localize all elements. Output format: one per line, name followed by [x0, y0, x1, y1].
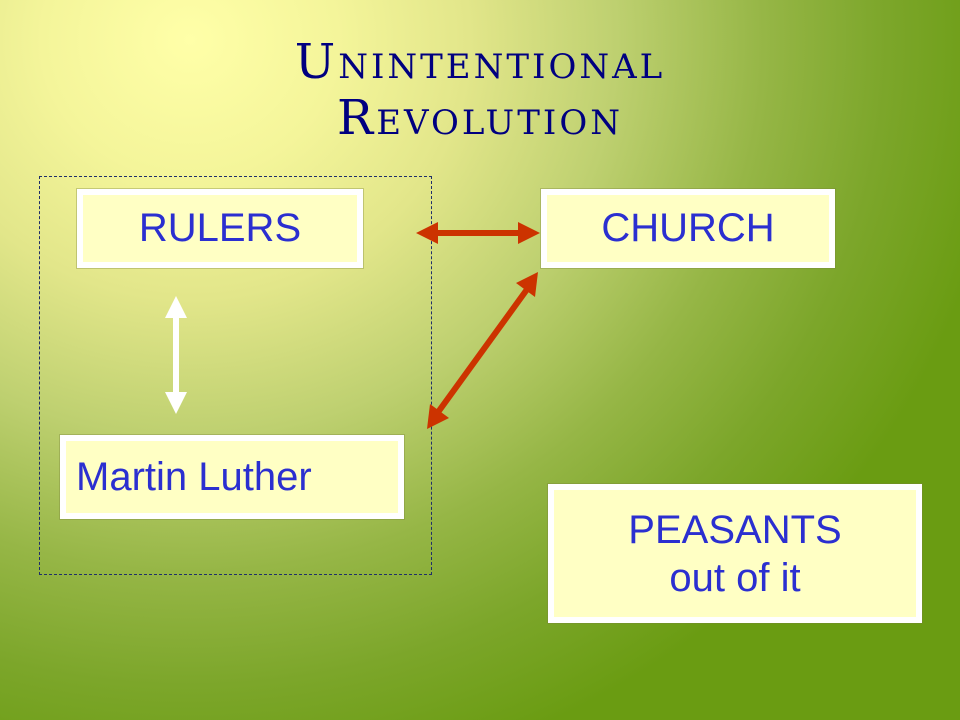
rulers-luther-group-frame — [39, 176, 432, 575]
church-label: CHURCH — [601, 206, 775, 250]
peasants-label: PEASANTS — [628, 507, 842, 552]
peasants-box: PEASANTS out of it — [548, 484, 922, 623]
title-line-1: Unintentional — [294, 34, 666, 90]
title-line-2: Revolution — [337, 90, 623, 146]
rulers-church-double-arrow — [416, 222, 540, 244]
martin-luther-box: Martin Luther — [60, 435, 404, 519]
rulers-box: RULERS — [77, 189, 363, 268]
luther-church-double-arrow — [427, 272, 538, 429]
slide-title: Unintentional Revolution — [0, 34, 960, 146]
martin-luther-label: Martin Luther — [76, 454, 312, 499]
rulers-luther-double-arrow — [165, 296, 187, 414]
church-box: CHURCH — [541, 189, 835, 268]
peasants-sublabel: out of it — [669, 555, 801, 600]
rulers-label: RULERS — [138, 206, 302, 250]
